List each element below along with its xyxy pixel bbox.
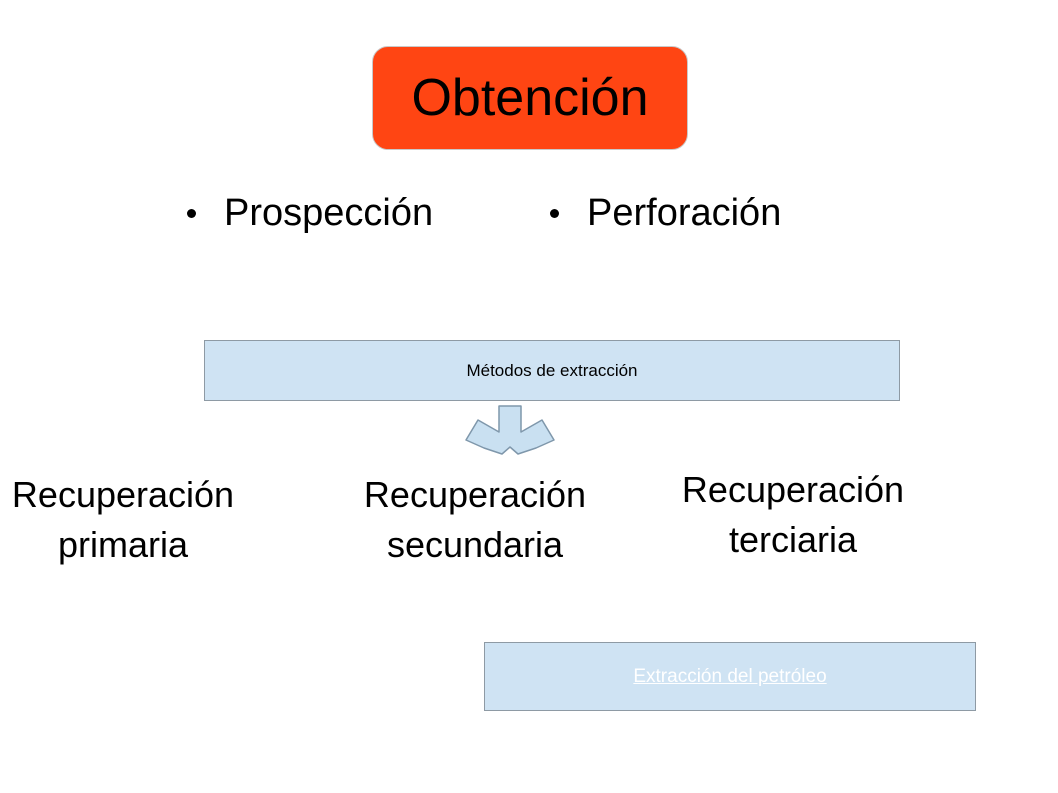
extraction-link[interactable]: Extracción del petróleo <box>633 665 827 687</box>
recovery-primary: Recuperación primaria <box>0 470 268 570</box>
bullet-item-prospeccion: Prospección <box>187 190 434 236</box>
recovery-tertiary: Recuperación terciaria <box>648 465 938 565</box>
title-box: Obtención <box>372 46 688 150</box>
methods-box: Métodos de extracción <box>204 340 900 401</box>
split-arrow-icon <box>465 405 555 455</box>
link-box: Extracción del petróleo <box>484 642 976 711</box>
recovery-primary-line1: Recuperación <box>11 474 235 515</box>
bullet-item-perforacion: Perforación <box>550 190 782 236</box>
recovery-secondary: Recuperación secundaria <box>330 470 620 570</box>
title-text: Obtención <box>411 69 649 127</box>
bullet-dot-icon <box>187 209 196 218</box>
recovery-primary-line2: primaria <box>57 524 189 565</box>
recovery-tertiary-line1: Recuperación <box>681 469 905 510</box>
recovery-secondary-line1: Recuperación <box>363 474 587 515</box>
bullet-label: Perforación <box>587 192 782 234</box>
recovery-secondary-line2: secundaria <box>386 524 564 565</box>
bullet-dot-icon <box>550 209 559 218</box>
methods-box-label: Métodos de extracción <box>466 360 638 380</box>
recovery-tertiary-line2: terciaria <box>728 519 858 560</box>
bullet-label: Prospección <box>224 192 434 234</box>
